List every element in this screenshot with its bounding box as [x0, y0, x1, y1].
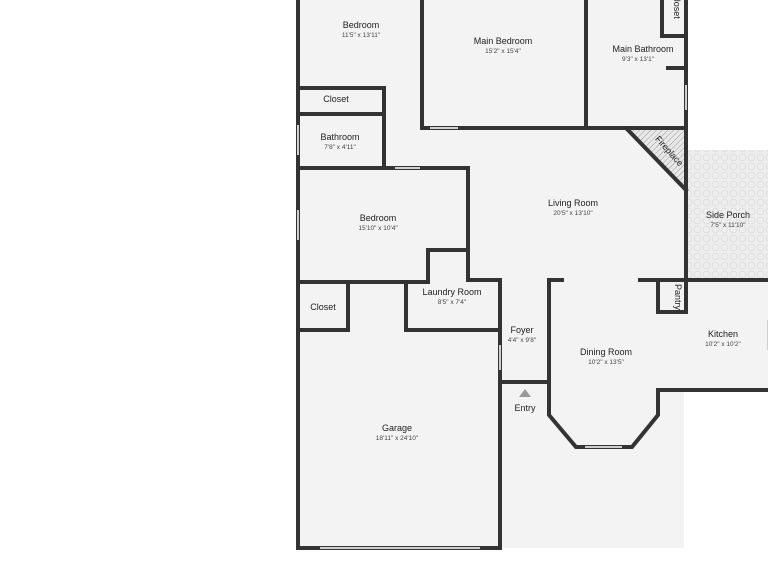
- room-name-bedroom-1: Bedroom: [343, 20, 380, 30]
- room-name-closet-main: Closet: [672, 0, 682, 19]
- room-name-closet-2: Closet: [310, 302, 336, 312]
- room-name-garage: Garage: [382, 423, 412, 433]
- windows: [297, 85, 768, 549]
- room-dims-bathroom: 7'8" x 4'11": [324, 144, 356, 151]
- room-name-dining-room: Dining Room: [580, 347, 632, 357]
- room-name-side-porch: Side Porch: [706, 210, 750, 220]
- room-dims-foyer: 4'4" x 9'8": [508, 337, 537, 344]
- room-name-bedroom-2: Bedroom: [360, 213, 397, 223]
- room-dims-side-porch: 7'5" x 11'10": [710, 222, 746, 229]
- room-dims-bedroom-2: 15'10" x 10'4": [358, 225, 398, 232]
- room-name-foyer: Foyer: [510, 325, 533, 335]
- room-dims-living-room: 20'5" x 13'10": [553, 210, 593, 217]
- room-name-closet-1: Closet: [323, 94, 349, 104]
- room-dims-main-bathroom: 9'3" x 13'1": [622, 56, 655, 63]
- room-dims-bedroom-1: 11'5" x 13'11": [342, 32, 381, 39]
- room-name-main-bathroom: Main Bathroom: [612, 44, 673, 54]
- room-name-kitchen: Kitchen: [708, 329, 738, 339]
- room-name-pantry: Pantry: [673, 284, 683, 311]
- entry-arrow-icon: [519, 389, 531, 397]
- room-name-bathroom: Bathroom: [320, 132, 359, 142]
- side-porch-floor: [688, 150, 768, 278]
- room-dims-kitchen: 10'2" x 10'2": [705, 341, 741, 348]
- room-name-main-bedroom: Main Bedroom: [474, 36, 533, 46]
- room-dims-laundry-room: 8'5" x 7'4": [438, 299, 467, 306]
- entry-label: Entry: [514, 403, 536, 413]
- room-name-living-room: Living Room: [548, 198, 598, 208]
- floor-fills: [298, 0, 768, 548]
- room-name-laundry-room: Laundry Room: [422, 287, 481, 297]
- room-dims-garage: 18'11" x 24'10": [376, 435, 419, 442]
- room-dims-dining-room: 10'2" x 13'5": [588, 359, 624, 366]
- room-dims-main-bedroom: 15'2" x 15'4": [485, 48, 521, 55]
